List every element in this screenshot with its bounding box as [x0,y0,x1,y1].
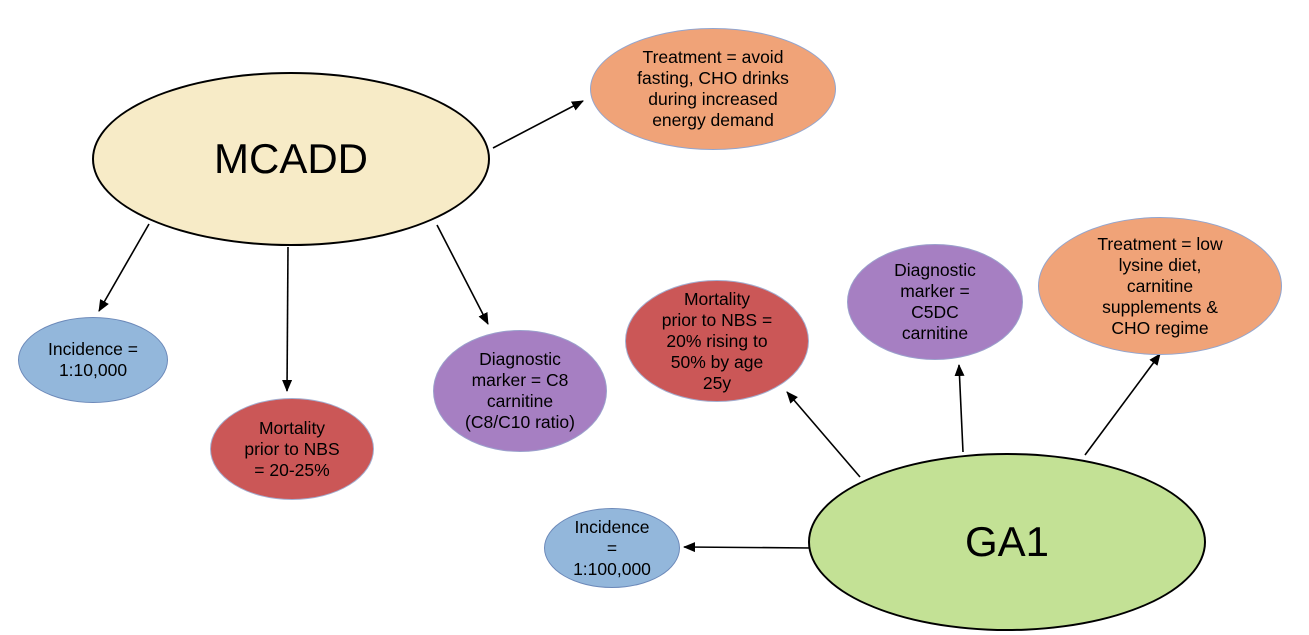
edge-ga1-to-treatment [1084,353,1161,456]
node-ga1-incidence-label: Incidence = 1:100,000 [573,516,651,579]
edge-mcadd-to-treatment [492,100,584,149]
edge-ga1-to-incidence [683,542,813,553]
node-mcadd-treatment: Treatment = avoid fasting, CHO drinks du… [590,28,836,150]
node-mcadd-label: MCADD [214,135,368,182]
edge-ga1-to-diagnostic [954,364,965,453]
node-ga1-treatment: Treatment = low lysine diet, carnitine s… [1038,217,1282,355]
node-ga1-treatment-label: Treatment = low lysine diet, carnitine s… [1097,233,1223,338]
node-mcadd-diagnostic-label: Diagnostic marker = C8 carnitine (C8/C10… [465,349,575,432]
node-ga1-mortality-label: Mortality prior to NBS = 20% rising to 5… [661,288,773,393]
node-mcadd-mortality-label: Mortality prior to NBS = 20-25% [244,417,340,480]
node-ga1-mortality: Mortality prior to NBS = 20% rising to 5… [625,280,809,402]
edge-ga1-to-mortality [786,391,861,478]
node-ga1-diagnostic: Diagnostic marker = C5DC carnitine [847,244,1023,360]
node-mcadd: MCADD [92,72,490,246]
node-ga1-label: GA1 [964,518,1050,565]
node-mcadd-incidence-label: Incidence = 1:10,000 [48,339,138,380]
node-mcadd-mortality: Mortality prior to NBS = 20-25% [210,398,374,500]
node-ga1-incidence: Incidence = 1:100,000 [544,508,680,588]
node-ga1: GA1 [808,453,1206,631]
node-mcadd-diagnostic: Diagnostic marker = C8 carnitine (C8/C10… [433,330,607,452]
node-ga1-diagnostic-label: Diagnostic marker = C5DC carnitine [894,260,976,343]
edge-mcadd-to-mortality [282,246,293,392]
edge-mcadd-to-incidence [98,223,150,312]
edge-mcadd-to-diagnostic [436,224,489,325]
node-mcadd-incidence: Incidence = 1:10,000 [18,317,168,403]
node-mcadd-treatment-label: Treatment = avoid fasting, CHO drinks du… [637,47,789,130]
